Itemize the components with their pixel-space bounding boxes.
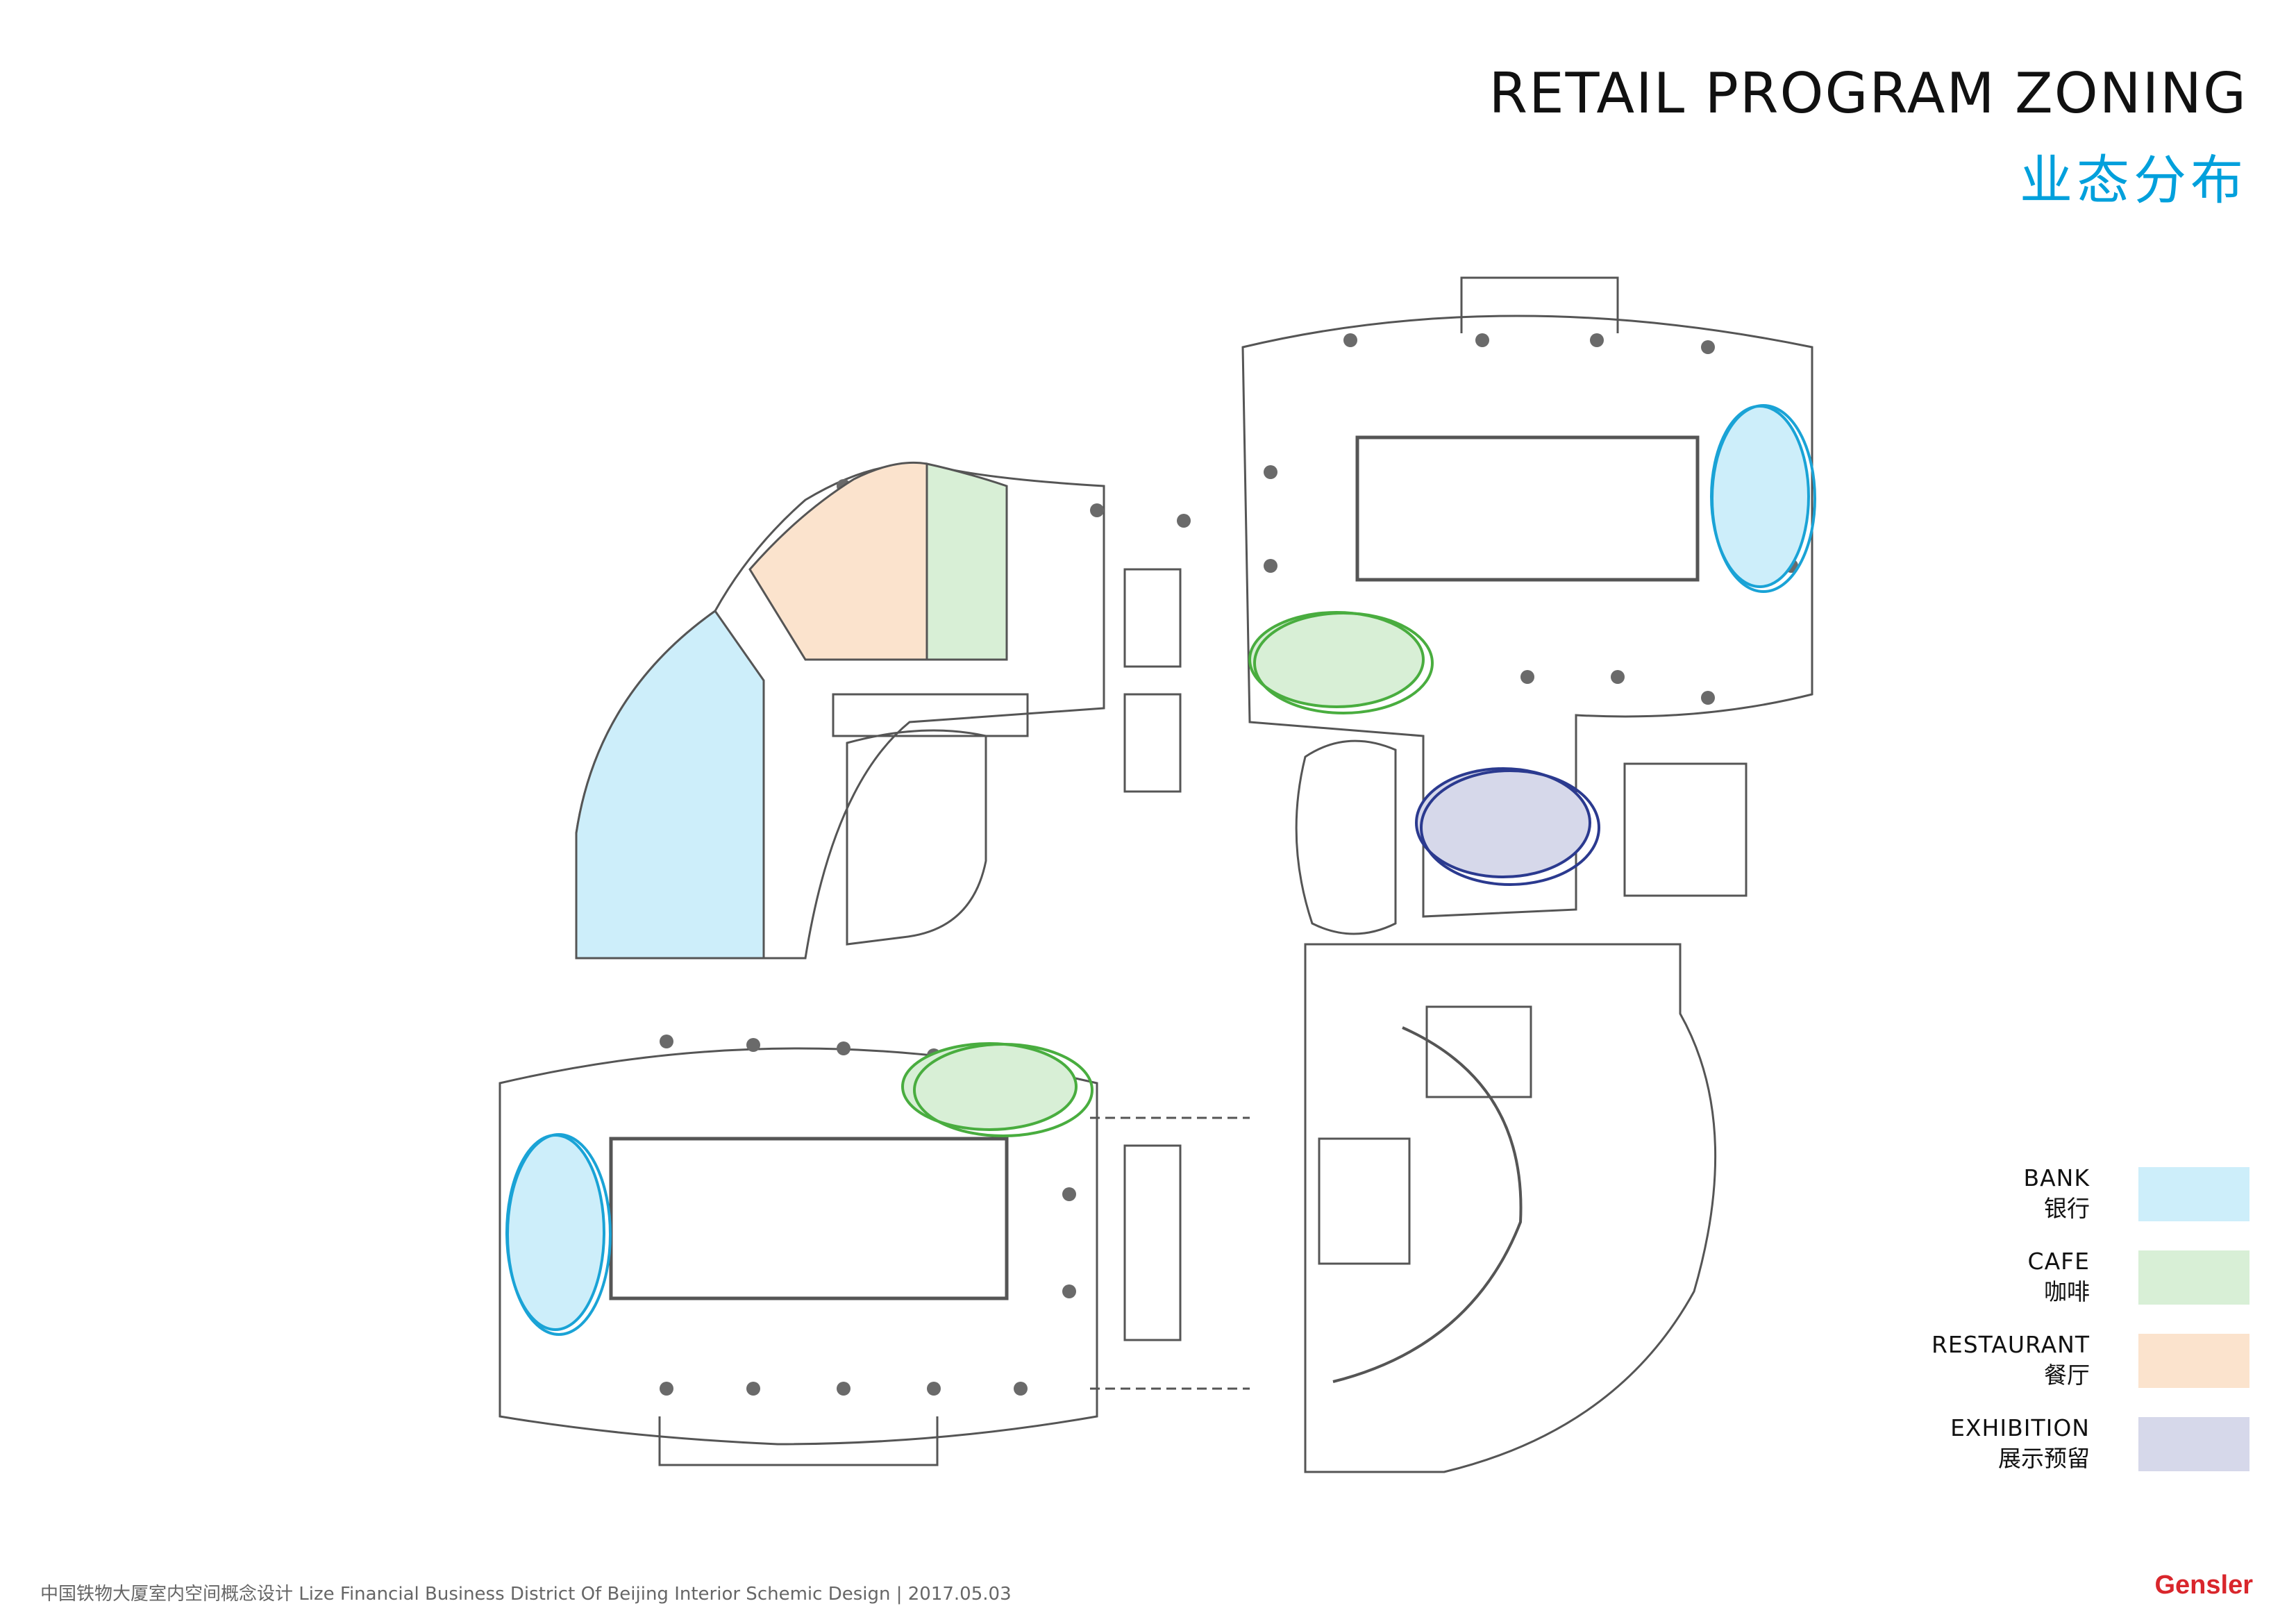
legend-label-en: RESTAURANT [1931, 1331, 2090, 1358]
ne-tower-outline [1241, 315, 1813, 918]
legend-swatch [2138, 1334, 2249, 1388]
legend-swatch [2138, 1167, 2249, 1221]
legend-label-en: EXHIBITION [1950, 1414, 2090, 1441]
legend-label-en: CAFE [2027, 1248, 2090, 1275]
legend-swatch [2138, 1417, 2249, 1471]
legend-label-cn: 展示预留 [1998, 1445, 2090, 1472]
restaurant-zone [748, 461, 928, 661]
legend-label-cn: 餐厅 [2044, 1362, 2090, 1389]
cafe-zone-ne [1248, 611, 1425, 708]
footer-caption: 中国铁物大厦室内空间概念设计 Lize Financial Business D… [40, 1584, 1012, 1605]
exhibition-zone [1415, 767, 1591, 878]
page-title: RETAIL PROGRAM ZONING [1489, 61, 2247, 126]
brand-logo: Gensler [2154, 1571, 2253, 1600]
cafe-zone-nw [925, 462, 1008, 661]
legend-label-cn: 咖啡 [2044, 1278, 2090, 1305]
legend-item-cafe: CAFE 咖啡 [1833, 1246, 2249, 1316]
legend-item-exhibition: EXHIBITION 展示预留 [1833, 1413, 2249, 1482]
legend-label-cn: 银行 [2044, 1195, 2090, 1222]
bank-zone-nw [575, 609, 765, 960]
legend-swatch [2138, 1250, 2249, 1305]
legend-label-en: BANK [2023, 1164, 2090, 1191]
se-wing-outline [1304, 943, 1717, 1473]
page-subtitle: 业态分布 [2020, 149, 2247, 211]
cafe-zone-sw [901, 1042, 1078, 1131]
legend-item-restaurant: RESTAURANT 餐厅 [1833, 1330, 2249, 1399]
legend-item-bank: BANK 银行 [1833, 1163, 2249, 1232]
sw-tower-core [609, 1137, 1009, 1300]
ne-tower-core [1355, 435, 1700, 582]
